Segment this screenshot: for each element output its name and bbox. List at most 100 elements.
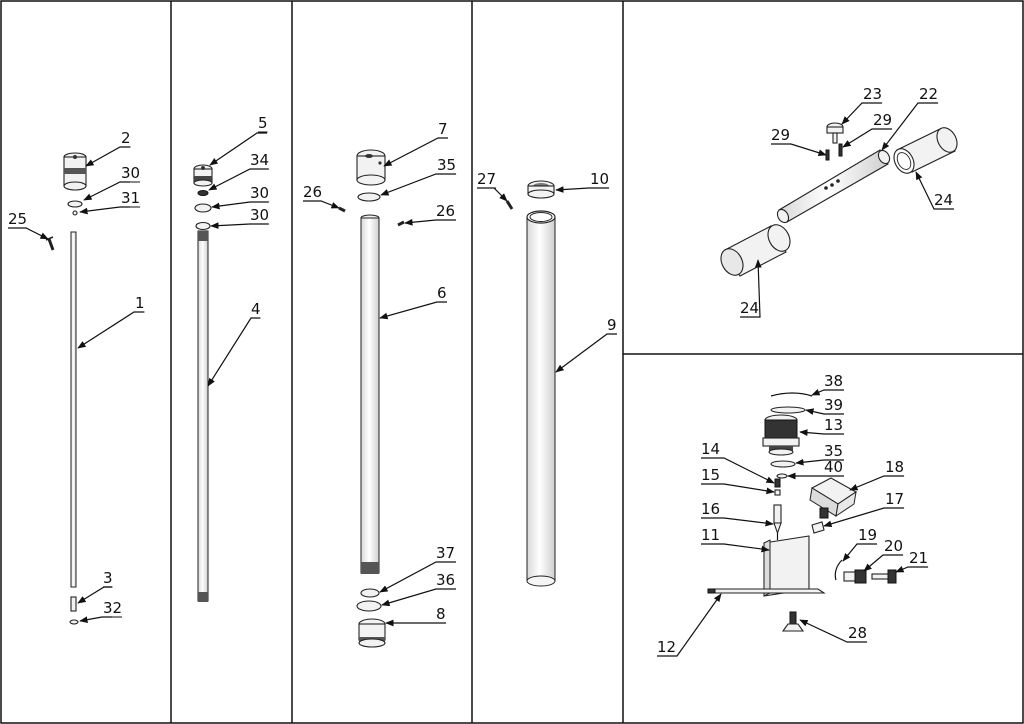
part-10-bushing <box>527 180 555 199</box>
part-1-rod <box>70 231 77 588</box>
callout-1: 1 <box>135 294 145 312</box>
part-8-fitting <box>358 618 386 648</box>
part-12-base-plate <box>707 588 826 594</box>
part-18-gauge <box>809 477 858 519</box>
part-26-screw-right <box>397 220 405 227</box>
part-5-cap <box>193 164 213 187</box>
part-9-outer-tube <box>526 210 556 587</box>
part-36-washer <box>356 600 382 612</box>
callout-15: 15 <box>701 466 720 484</box>
part-30-washer <box>67 200 83 208</box>
callout-8: 8 <box>436 605 446 623</box>
part-27-screw <box>505 200 514 210</box>
callout-30: 30 <box>250 184 269 202</box>
part-23-knob <box>826 122 844 144</box>
callout-29: 29 <box>771 126 790 144</box>
callout-6: 6 <box>437 284 447 302</box>
callout-9: 9 <box>607 316 617 334</box>
callout-26: 26 <box>436 202 455 220</box>
callout-29: 29 <box>873 111 892 129</box>
part-37-o-ring <box>360 588 380 598</box>
part-38-spring-clip <box>770 392 813 397</box>
part-6-tube <box>360 214 380 574</box>
part-14-valve-stem <box>774 478 781 488</box>
callout-35: 35 <box>824 442 843 460</box>
callout-28: 28 <box>848 624 867 642</box>
callout-35: 35 <box>437 156 456 174</box>
part-16-needle <box>773 504 782 540</box>
part-35-o-ring <box>357 192 381 202</box>
callout-32: 32 <box>103 599 122 617</box>
callout-21: 21 <box>909 549 928 567</box>
callout-30: 30 <box>121 164 140 182</box>
callout-25: 25 <box>8 210 27 228</box>
part-7-head <box>356 149 386 186</box>
part-34-o-ring <box>197 190 209 196</box>
callout-4: 4 <box>251 300 261 318</box>
part-26-screw-left <box>338 206 346 213</box>
callout-30: 30 <box>250 206 269 224</box>
callout-10: 10 <box>590 170 609 188</box>
part-28-foot <box>781 611 805 632</box>
leader-lines-panel-2 <box>207 132 268 387</box>
panel-1-rod-assembly: 1 2 30 31 25 3 32 <box>8 129 145 625</box>
part-32-washer <box>69 619 79 625</box>
callout-24: 24 <box>740 299 759 317</box>
callout-24: 24 <box>934 191 953 209</box>
callout-20: 20 <box>884 537 903 555</box>
part-30-washer-upper <box>194 203 212 213</box>
part-4-tube <box>197 230 209 602</box>
part-24-grip-right <box>893 127 958 174</box>
callout-34: 34 <box>250 151 269 169</box>
panel-3-tube-assembly: 7 35 26 26 6 37 36 8 <box>303 120 457 648</box>
part-29-screw-left <box>825 149 830 161</box>
leader-lines-panel-5 <box>740 102 954 318</box>
callout-3: 3 <box>103 569 113 587</box>
part-31-ball <box>72 210 78 216</box>
part-3-pin <box>70 596 77 612</box>
callout-38: 38 <box>824 372 843 390</box>
panel-5-handle-assembly: 23 22 29 29 24 24 <box>720 85 958 318</box>
part-21-bolt <box>871 569 897 584</box>
callout-36: 36 <box>436 571 455 589</box>
callout-14: 14 <box>701 440 720 458</box>
callout-16: 16 <box>701 500 720 518</box>
callout-31: 31 <box>121 189 140 207</box>
callout-37: 37 <box>436 544 455 562</box>
part-2-cap <box>63 152 87 191</box>
part-17-fitting <box>811 521 825 534</box>
callout-26: 26 <box>303 183 322 201</box>
callout-18: 18 <box>885 458 904 476</box>
part-29-screw-right <box>838 143 843 157</box>
leader-lines-panel-4 <box>477 186 617 373</box>
panel-6-base-assembly: 38 39 13 35 40 14 15 16 11 18 17 19 20 2… <box>657 372 929 657</box>
part-13-gland-nut <box>762 414 800 456</box>
part-35-o-ring <box>770 460 796 468</box>
part-11-bracket <box>763 535 810 597</box>
part-15-spacer <box>774 489 781 496</box>
callout-17: 17 <box>885 490 904 508</box>
part-20-coupling <box>843 569 867 584</box>
callout-5: 5 <box>258 114 268 132</box>
callout-13: 13 <box>824 416 843 434</box>
part-25-pin <box>45 236 55 251</box>
callout-11: 11 <box>701 526 720 544</box>
panel-2-tube-assembly: 5 34 30 30 4 <box>193 114 270 602</box>
part-24-grip-left <box>720 224 791 277</box>
callout-22: 22 <box>919 85 938 103</box>
callout-23: 23 <box>863 85 882 103</box>
part-22-handle-tube <box>776 149 891 224</box>
panel-4-outer-tube: 27 10 9 <box>477 170 617 587</box>
part-30-washer-lower <box>195 221 211 231</box>
callout-27: 27 <box>477 170 496 188</box>
leader-lines-panel-3 <box>303 137 456 627</box>
part-40-washer <box>776 473 788 479</box>
callout-39: 39 <box>824 396 843 414</box>
callout-40: 40 <box>824 458 843 476</box>
callout-2: 2 <box>121 129 131 147</box>
leader-lines-panel-6 <box>657 388 928 657</box>
leader-lines-panel-1 <box>8 146 144 623</box>
part-19-hook <box>834 559 843 581</box>
